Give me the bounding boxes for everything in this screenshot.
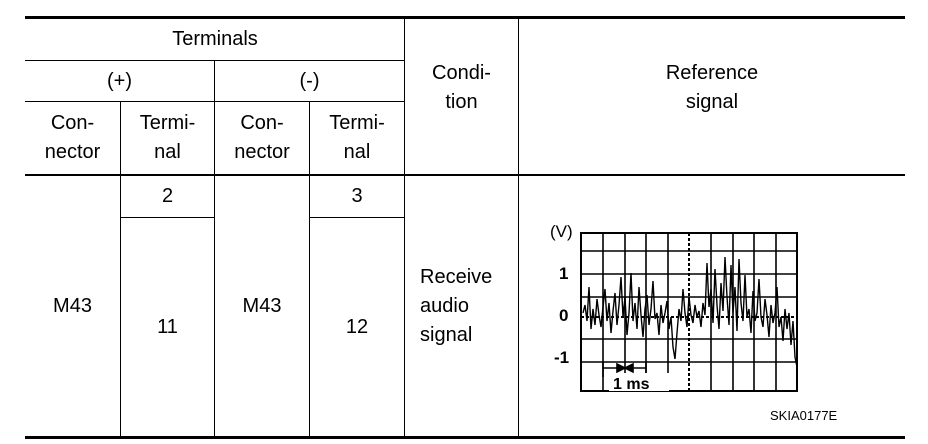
col-divider-condition (404, 16, 405, 437)
header-bottom-border (25, 174, 905, 176)
waveform-y-label-minus1: -1 (554, 348, 569, 367)
col-divider-minus-terminal (309, 101, 310, 437)
plus-terminal-value-1: 2 (161, 185, 174, 207)
col-divider-plus-terminal (120, 101, 121, 437)
col-divider-reference (518, 16, 519, 437)
waveform-unit-label: (V) (550, 222, 573, 241)
reference-header: Reference signal (665, 62, 759, 113)
table-top-border (25, 16, 905, 19)
minus-terminal-value-2: 12 (345, 315, 369, 338)
minus-header: (-) (299, 69, 320, 92)
figure-code: SKIA0177E (770, 408, 838, 423)
header-divider-1 (25, 60, 405, 61)
header-divider-2 (25, 101, 405, 102)
plus-connector-value: M43 (53, 294, 92, 317)
waveform-y-label-0: 0 (559, 306, 568, 325)
minus-connector-value: M43 (242, 294, 282, 317)
plus-header: (+) (107, 69, 132, 92)
condition-header: Condi- tion (432, 62, 491, 113)
time-scale-label: 1 ms (613, 376, 650, 393)
condition-value: Receive audio signal (420, 265, 493, 346)
minus-terminal-header: Termi- nal (329, 112, 385, 163)
table-bottom-border (25, 436, 905, 439)
plus-terminal-header: Termi- nal (139, 112, 196, 163)
terminals-header: Terminals (172, 27, 258, 50)
reference-waveform: (V) 1 0 -1 (545, 217, 810, 402)
plus-connector-header: Con- nector (44, 112, 101, 163)
waveform-y-label-1: 1 (559, 264, 568, 283)
minus-connector-header: Con- nector (234, 112, 290, 163)
time-scale-marker (602, 362, 647, 377)
waveform-trace (582, 256, 798, 368)
terminal-row-divider-minus (310, 217, 405, 218)
terminal-row-divider-plus (120, 217, 215, 218)
plus-terminal-value-2: 11 (157, 315, 178, 338)
col-divider-minus (214, 60, 215, 437)
minus-terminal-value-1: 3 (351, 185, 363, 207)
